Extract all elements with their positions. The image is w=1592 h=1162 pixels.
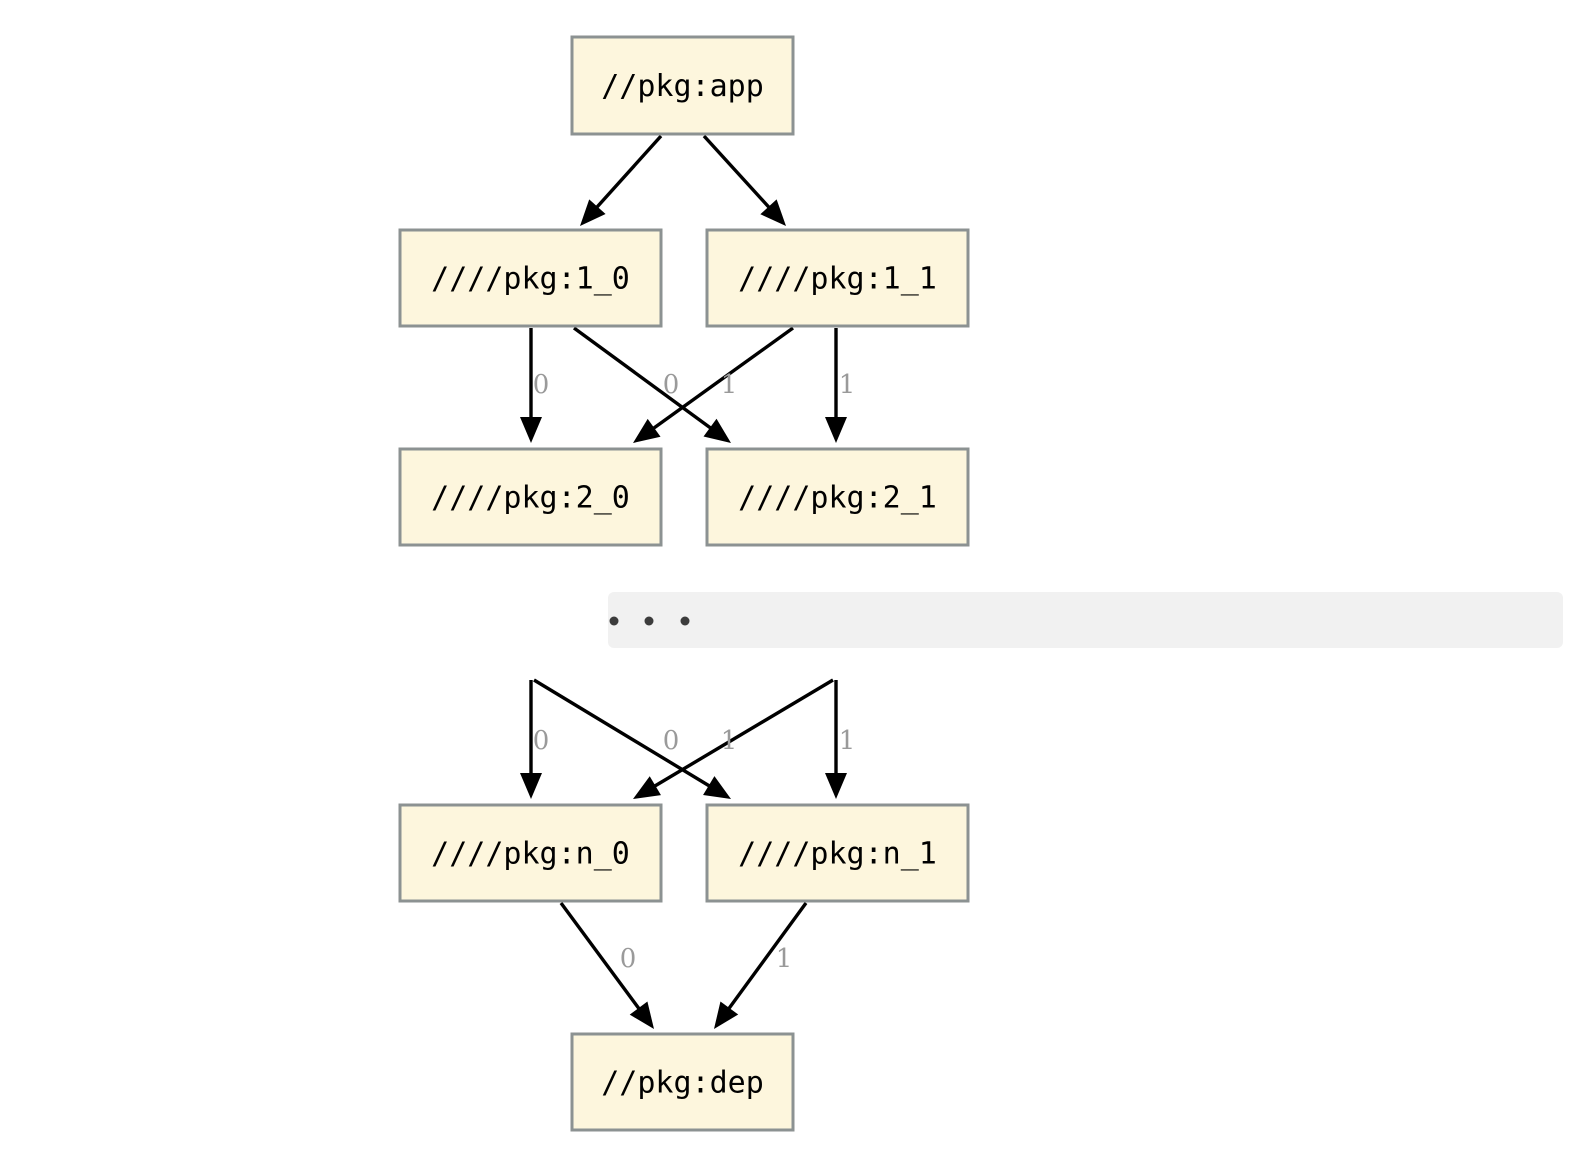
- edge-arrowhead: [633, 418, 661, 443]
- edge-label: 1: [776, 944, 793, 974]
- graph-node-l1_1[interactable]: ////pkg:1_1: [705, 228, 970, 328]
- edge-line: [651, 678, 834, 789]
- node-label: ////pkg:n_0: [431, 837, 630, 872]
- edge-arrowhead: [760, 199, 786, 226]
- ellipsis-dot: [680, 616, 690, 626]
- edge-line: [702, 134, 772, 211]
- node-box[interactable]: [570, 35, 795, 136]
- edge-arrowhead: [714, 1001, 739, 1029]
- node-label: ////pkg:1_0: [431, 262, 630, 297]
- edge-line: [533, 678, 713, 789]
- edge-label: 1: [721, 370, 738, 400]
- node-box[interactable]: [705, 228, 970, 328]
- edge-label: 0: [663, 726, 680, 756]
- node-box[interactable]: [570, 1032, 795, 1132]
- ellipsis-dot: [609, 616, 619, 626]
- edge-label: 1: [839, 370, 856, 400]
- edge-arrowhead: [629, 1001, 654, 1029]
- node-box[interactable]: [398, 228, 663, 328]
- graph-node-dep[interactable]: //pkg:dep: [570, 1032, 795, 1132]
- node-label: ////pkg:1_1: [738, 262, 937, 297]
- edge-label: 1: [721, 726, 738, 756]
- node-label: ////pkg:n_1: [738, 837, 937, 872]
- node-box[interactable]: [398, 803, 663, 903]
- edge-arrowhead: [520, 417, 542, 443]
- node-box[interactable]: [705, 803, 970, 903]
- edge-label: 0: [533, 370, 550, 400]
- edge-line: [594, 134, 663, 211]
- edge-arrowhead: [703, 418, 731, 443]
- edge-line: [559, 901, 642, 1012]
- edge-line: [650, 326, 794, 431]
- edge-label: 0: [663, 370, 680, 400]
- edge-arrowhead: [520, 773, 542, 799]
- edge-label: 0: [533, 726, 550, 756]
- graph-node-ln_0[interactable]: ////pkg:n_0: [398, 803, 663, 903]
- edge-arrowhead: [703, 776, 731, 799]
- node-label: ////pkg:2_1: [738, 481, 937, 516]
- node-box[interactable]: [705, 447, 970, 547]
- node-label: ////pkg:2_0: [431, 481, 630, 516]
- edge-arrowhead: [633, 776, 661, 799]
- edge-arrowhead: [580, 199, 606, 226]
- edge-line: [572, 326, 714, 431]
- edge-label: 0: [620, 944, 637, 974]
- node-box[interactable]: [398, 447, 663, 547]
- edge-label: 1: [839, 726, 856, 756]
- graph-node-ln_1[interactable]: ////pkg:n_1: [705, 803, 970, 903]
- edges-layer: 0 0 1 1 0 0 1 1 0 1: [520, 134, 856, 1029]
- edge-arrowhead: [825, 773, 847, 799]
- ellipsis-band: [608, 592, 1563, 648]
- ellipsis-dot: [644, 616, 654, 626]
- edge-arrowhead: [825, 417, 847, 443]
- node-label: //pkg:app: [601, 69, 764, 104]
- nodes-layer: //pkg:app ////pkg:1_0 ////pkg:1_1 ////pkg:2…: [398, 35, 970, 1132]
- ellipsis-separator: [608, 592, 1563, 648]
- graph-node-l2_1[interactable]: ////pkg:2_1: [705, 447, 970, 547]
- edge-line: [726, 901, 808, 1012]
- graph-node-app[interactable]: //pkg:app: [570, 35, 795, 136]
- graph-node-l2_0[interactable]: ////pkg:2_0: [398, 447, 663, 547]
- node-label: //pkg:dep: [601, 1066, 764, 1101]
- graph-node-l1_0[interactable]: ////pkg:1_0: [398, 228, 663, 328]
